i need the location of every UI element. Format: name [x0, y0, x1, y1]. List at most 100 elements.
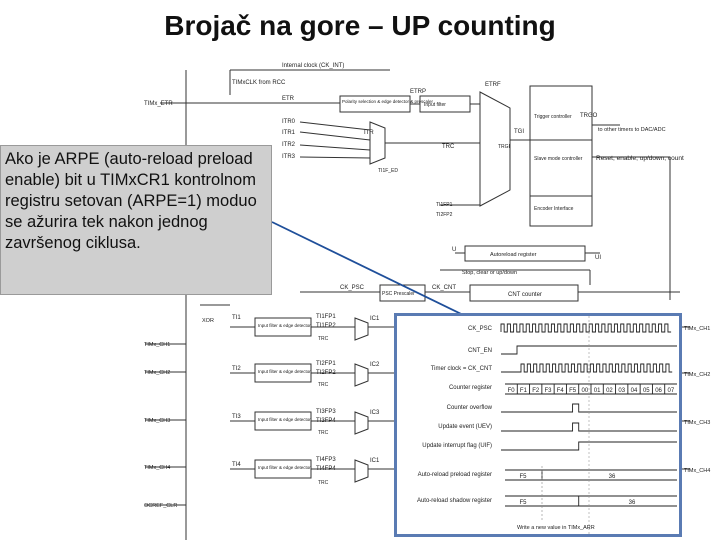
slide-title: Brojač na gore – UP counting — [164, 10, 556, 41]
stop-clear-label: Stop, clear or up/down — [462, 270, 517, 276]
trc-ch3-label: TRC — [318, 430, 329, 436]
filter-block-3: Input filter & edge detector — [258, 417, 311, 422]
ic3-label: IC3 — [370, 410, 380, 416]
timx-clk-label: TIMxCLK from RCC — [232, 80, 286, 86]
polarity-block-label: Polarity selection & edge detector & pre… — [342, 99, 434, 104]
ti3fp4-out-label: TI3FP4 — [316, 418, 336, 424]
ic1-label: IC1 — [370, 316, 380, 322]
itr-label: ITR — [364, 130, 374, 136]
signal-label-counter-overflow: Counter overflow — [447, 405, 493, 411]
counter-value: 00 — [582, 388, 589, 394]
tgi-label: TGI — [514, 129, 524, 135]
itr1-label: ITR1 — [282, 130, 296, 136]
ti2-label: TI2 — [232, 366, 241, 372]
trgi-label: TRGI — [498, 144, 510, 150]
signal-label-counter-register: Counter register — [449, 385, 492, 391]
signal-label-ck-psc: CK_PSC — [468, 326, 493, 332]
counter-value: 05 — [643, 388, 650, 394]
left-ch2-label: TIMx_CH2 — [144, 370, 170, 376]
itr2-label: ITR2 — [282, 142, 296, 148]
preload-value: 36 — [609, 474, 616, 480]
etrp-label: ETRP — [410, 89, 426, 95]
counter-value: F0 — [508, 388, 516, 394]
counter-value: 07 — [668, 388, 675, 394]
internal-clock-label: Internal clock (CK_INT) — [282, 63, 344, 69]
right-ch3-label: TIMx_CH3 — [684, 420, 710, 426]
u-label: U — [452, 247, 456, 253]
counter-value: 06 — [655, 388, 662, 394]
counter-value: 03 — [618, 388, 625, 394]
etrf-label: ETRF — [485, 82, 501, 88]
reset-enable-label: Reset, enable, up/down, count — [596, 155, 684, 162]
filter-block-2: Input filter & edge detector — [258, 369, 311, 374]
itr3-label: ITR3 — [282, 154, 296, 160]
ti1-label: TI1 — [232, 315, 241, 321]
filter-block-1: Input filter & edge detector — [258, 323, 311, 328]
arpe-callout: Ako je ARPE (auto-reload preload enable)… — [0, 145, 272, 295]
cnt-label: CNT counter — [508, 292, 542, 298]
ck-cnt-wave — [501, 363, 673, 373]
input-filter-label: Input filter — [424, 102, 446, 108]
ui-label: UI — [595, 255, 601, 261]
ck-psc-wave — [500, 323, 672, 333]
trgo-dest-label: to other timers to DAC/ADC — [598, 127, 666, 133]
ocref-clr-label: OCREF_CLR — [144, 503, 177, 509]
signal-label-uev: Update event (UEV) — [438, 424, 492, 430]
shadow-value: 36 — [629, 500, 636, 506]
ic2-label: IC2 — [370, 362, 380, 368]
counter-value: F4 — [557, 388, 565, 394]
left-ch4-label: TIMx_CH4 — [144, 465, 170, 471]
ti2fp1-out-label: TI2FP1 — [316, 361, 336, 367]
signal-label-shadow: Auto-reload shadow register — [417, 498, 492, 504]
slave-controller-label: Slave mode controller — [534, 156, 583, 162]
itr0-label: ITR0 — [282, 119, 296, 125]
ti2fp2-label: TI2FP2 — [436, 212, 453, 218]
right-ch4-label: TIMx_CH4 — [684, 468, 710, 474]
counter-value: F3 — [544, 388, 552, 394]
uev-wave — [501, 422, 677, 432]
counter-value: F2 — [532, 388, 540, 394]
ti1fp1-label: TI1FP1 — [436, 202, 453, 208]
counter-value: 02 — [606, 388, 613, 394]
ti1f-ed-label: TI1F_ED — [378, 168, 398, 174]
ck-psc-label: CK_PSC — [340, 285, 365, 291]
trigger-controller-label: Trigger controller — [534, 114, 572, 120]
cnt-en-wave — [501, 345, 677, 355]
timing-diagram: CK_PSC CNT_EN Timer clock = CK_CNT Count… — [417, 316, 677, 534]
ti1fp1-out-label: TI1FP1 — [316, 314, 336, 320]
psc-label: PSC Prescaler — [382, 291, 415, 297]
etr-label: ETR — [282, 96, 295, 102]
counter-value: F1 — [520, 388, 528, 394]
signal-label-ck-cnt: Timer clock = CK_CNT — [431, 366, 493, 372]
ti4-label: TI4 — [232, 462, 241, 468]
timx-etr-label: TIMx_ETR — [144, 101, 173, 107]
ti1fp2-out-label: TI1FP2 — [316, 323, 336, 329]
autoreload-register-label: Autoreload register — [490, 252, 537, 258]
signal-label-uif: Update interrupt flag (UIF) — [422, 443, 492, 449]
signal-label-preload: Auto-reload preload register — [418, 472, 492, 478]
counter-value: 04 — [631, 388, 638, 394]
left-ch3-label: TIMx_CH3 — [144, 418, 170, 424]
timing-footnote: Write a new value in TIMx_ARR — [517, 525, 595, 531]
timing-diagram-inset: CK_PSC CNT_EN Timer clock = CK_CNT Count… — [394, 313, 682, 537]
counter-value: 01 — [594, 388, 601, 394]
trgo-label: TRGO — [580, 113, 598, 119]
ti3-label: TI3 — [232, 414, 241, 420]
ti4fp4-out-label: TI4FP4 — [316, 466, 336, 472]
ic4-label: IC1 — [370, 458, 380, 464]
signal-label-cnt-en: CNT_EN — [468, 348, 492, 354]
uif-wave — [501, 441, 677, 451]
ti2fp2-out-label: TI2FP2 — [316, 370, 336, 376]
shadow-value: F5 — [519, 500, 527, 506]
left-ch1-label: TIMx_CH1 — [144, 342, 170, 348]
trc-label: TRC — [442, 144, 455, 150]
encoder-interface-label: Encoder Interface — [534, 206, 574, 212]
filter-block-4: Input filter & edge detector — [258, 465, 311, 470]
ti3fp3-out-label: TI3FP3 — [316, 409, 336, 415]
shadow-bus — [505, 495, 677, 507]
overflow-wave — [501, 403, 677, 413]
xor-label: XOR — [202, 318, 214, 324]
ck-cnt-label: CK_CNT — [432, 285, 456, 291]
trc-ch4-label: TRC — [318, 480, 329, 486]
